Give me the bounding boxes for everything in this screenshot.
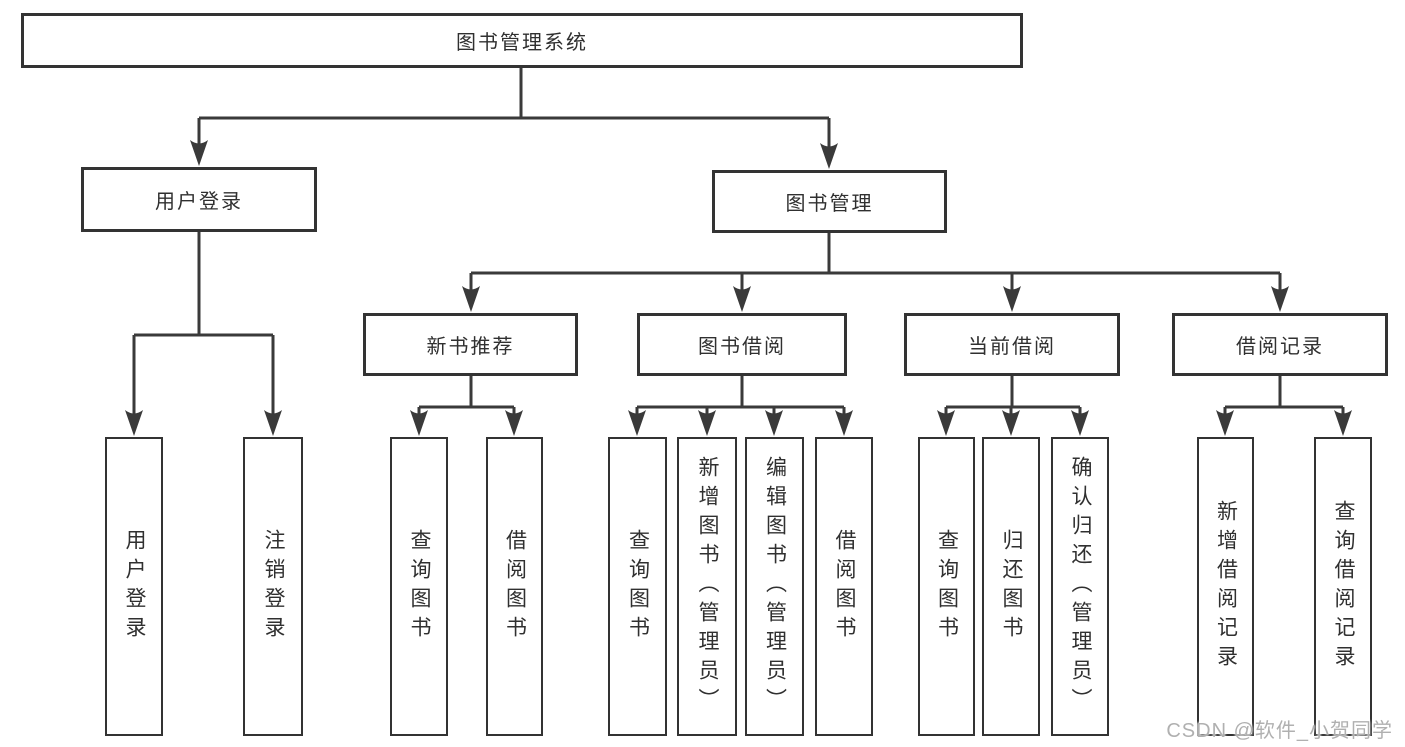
node-label: 注销登录 <box>262 528 285 645</box>
node-leaf-add-books-admin: 新增图书（管理员） <box>677 437 737 736</box>
node-leaf-query-books-borrowing: 查询图书 <box>608 437 667 736</box>
node-label: 借阅图书 <box>833 528 856 645</box>
node-leaf-user-login: 用户登录 <box>105 437 163 736</box>
csdn-watermark: CSDN @软件_小贺同学 <box>1166 720 1393 742</box>
node-label: 图书管理系统 <box>456 32 588 54</box>
node-leaf-return-books: 归还图书 <box>982 437 1040 736</box>
node-label: 当前借阅 <box>968 336 1056 358</box>
node-label: 编辑图书（管理员） <box>763 456 787 717</box>
node-leaf-confirm-return-admin: 确认归还（管理员） <box>1051 437 1109 736</box>
node-label: 用户登录 <box>123 528 146 645</box>
node-label: 确认归还（管理员） <box>1069 456 1092 717</box>
connector-records-to-leaves <box>1223 376 1345 430</box>
connector-root-to-level2 <box>197 68 831 165</box>
node-leaf-query-books-current: 查询图书 <box>918 437 975 736</box>
node-library-management-system: 图书管理系统 <box>21 13 1023 68</box>
node-label: 新书推荐 <box>426 336 515 358</box>
node-label: 借阅图书 <box>503 528 527 645</box>
node-leaf-query-borrow-record: 查询借阅记录 <box>1314 437 1372 736</box>
connector-userlogin-to-leaves <box>132 232 275 430</box>
connector-borrowing-to-leaves <box>635 376 846 430</box>
node-label: 图书管理 <box>785 193 874 215</box>
node-user-login: 用户登录 <box>81 167 317 232</box>
node-new-book-recommendation: 新书推荐 <box>363 313 578 376</box>
node-leaf-query-books-recommend: 查询图书 <box>390 437 448 736</box>
node-label: 新增借阅记录 <box>1214 499 1238 674</box>
node-current-borrowing: 当前借阅 <box>904 313 1120 376</box>
node-leaf-borrow-books: 借阅图书 <box>815 437 873 736</box>
node-leaf-logout: 注销登录 <box>243 437 303 736</box>
node-borrowing-records: 借阅记录 <box>1172 313 1388 376</box>
connector-bookmgmt-to-level3 <box>469 233 1282 308</box>
node-leaf-borrow-books-recommend: 借阅图书 <box>486 437 543 736</box>
connector-newbook-to-leaves <box>417 376 516 430</box>
node-label: 查询借阅记录 <box>1332 499 1355 674</box>
node-label: 归还图书 <box>1000 528 1023 645</box>
node-label: 图书借阅 <box>698 336 786 358</box>
node-leaf-add-borrow-record: 新增借阅记录 <box>1197 437 1254 736</box>
node-label: 借阅记录 <box>1236 336 1324 358</box>
node-label: 新增图书（管理员） <box>696 456 719 717</box>
node-leaf-edit-books-admin: 编辑图书（管理员） <box>745 437 804 736</box>
node-label: 查询图书 <box>626 528 650 645</box>
node-label: 用户登录 <box>155 191 243 213</box>
node-book-borrowing: 图书借阅 <box>637 313 847 376</box>
node-label: 查询图书 <box>935 528 959 645</box>
node-book-management: 图书管理 <box>712 170 947 233</box>
node-label: 查询图书 <box>408 528 431 645</box>
